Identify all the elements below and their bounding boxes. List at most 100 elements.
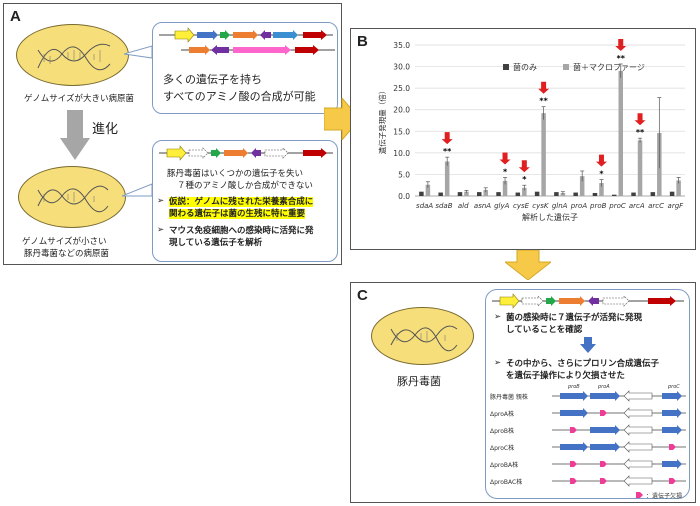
evolution-label: 進化 [92,122,119,137]
reduced-gene-map [159,145,333,161]
bar-arcA-macrophage [637,140,643,196]
panel-c-label: C [357,287,368,304]
bullet-icon: ➢ [157,196,165,206]
strain-label: 豚丹毒菌 親株 [490,393,528,401]
bullet-icon: ➢ [494,312,502,322]
large-genome-caption: ゲノムサイズが大きい病原菌 [24,94,134,104]
small-genome-bacterium [18,166,126,228]
gene-expression-chart: 0.05.010.015.020.025.030.035.0遺伝子発現量（倍）解… [377,38,685,222]
bacterium-name: 豚丹毒菌 [397,375,441,388]
x-tick-label: cysK [532,202,550,210]
gene-neighbor-arrow [623,424,653,436]
callout-pointer [122,183,153,197]
y-tick-label: 35.0 [393,41,410,50]
erysipelothrix-bacterium [371,307,474,365]
dna-helix-icon [390,325,458,352]
bar-glyA-control [496,192,501,196]
full-gene-map [159,27,335,55]
bar-glnA-control [554,192,559,196]
significance-mark: ** [617,54,626,63]
down-arrow-icon [580,337,596,353]
significance-mark: ** [539,97,548,106]
large-genome-bacterium [16,24,129,86]
gene-label: proC [667,384,680,390]
gene-proC-arrow [662,459,682,469]
legend-swatch [563,64,569,70]
x-tick-label: argF [668,202,685,210]
x-tick-label: ald [458,202,469,210]
strain-label: ΔproA株 [490,410,514,418]
deletion-mark-icon [669,444,676,450]
small-genome-caption-2: 豚丹毒菌などの病原菌 [24,249,110,259]
highlight-arrow-icon [595,154,607,167]
knockout-point-2a: その中から、さらにプロリン合成遺伝子 [506,359,660,369]
bar-proB-macrophage [599,183,604,196]
gene-label: proA [597,384,610,390]
y-tick-label: 10.0 [393,149,410,158]
gene-label: proB [567,384,580,390]
bar-ald-macrophage [464,191,469,196]
reduced-gene-map [492,293,684,309]
deletion-mark-icon [570,427,577,433]
y-tick-label: 25.0 [393,84,410,93]
full-genome-text-2: すべてのアミノ酸の合成が可能 [163,90,316,103]
panel-a: A ゲノムサイズが大きい病原菌 進化 ゲノムサイズが小さい [3,3,342,265]
method-text-2: 現している遺伝子を解析 [169,238,263,248]
highlight-arrow-icon [518,160,530,173]
bar-proB-control [592,192,598,196]
deletion-mark-icon [669,478,676,484]
x-tick-label: glnA [552,202,568,210]
gene-proC-arrow [662,408,682,418]
bar-arcA-control [631,192,636,196]
strain-label: ΔproB株 [490,427,514,435]
y-axis-label: 遺伝子発現量（倍） [377,87,387,155]
bar-sdaA-macrophage [425,184,431,196]
full-genome-callout: 多くの遺伝子を持ち すべてのアミノ酸の合成が可能 [152,22,338,114]
deletion-legend-icon [636,492,643,498]
significance-mark: ** [636,128,645,137]
dna-helix-icon [37,185,109,213]
bullet-icon: ➢ [157,225,165,235]
gene-neighbor-arrow [623,407,653,419]
highlight-arrow-icon [615,38,627,51]
x-tick-label: proB [589,202,607,210]
small-genome-caption-1: ゲノムサイズが小さい [22,237,107,247]
deletion-legend-label: ：遺伝子欠損 [646,492,682,500]
strain-label: ΔproBA株 [490,461,518,469]
significance-mark: * [503,167,508,176]
highlight-arrow-icon [499,152,511,165]
gene-proA-arrow [590,391,620,401]
full-genome-text-1: 多くの遺伝子を持ち [163,73,262,86]
x-axis-label: 解析した遺伝子 [522,212,578,222]
bar-asnA-control [477,192,482,196]
highlight-arrow-icon [538,81,550,94]
y-tick-label: 15.0 [393,127,410,136]
significance-mark: * [599,170,604,179]
gene-proB-arrow [560,391,588,401]
bar-argF-macrophage [676,180,681,196]
bar-sdaA-control [419,191,424,196]
x-tick-label: glyA [494,202,510,210]
method-text-1: マウス免疫細胞への感染時に活発に発 [169,226,314,236]
highlight-arrow-icon [441,132,453,145]
gene-proB-arrow [560,408,588,418]
y-tick-label: 5.0 [398,170,410,179]
bar-proC-macrophage [618,70,623,196]
x-tick-label: sdaA [416,202,433,210]
bar-arcC-control [650,192,656,196]
lost-genes-text-1: 豚丹毒菌はいくつかの遺伝子を失い [167,169,304,179]
reduced-genome-callout: 豚丹毒菌はいくつかの遺伝子を失い ７種のアミノ酸しか合成ができない ➢ 仮説：ゲ… [152,140,338,262]
x-tick-label: asnA [474,202,491,210]
panel-c: C 豚丹毒菌 ➢ 菌の感染時に７遺伝子が活発に発現 していることを確認 [350,282,696,503]
bar-proA-macrophage [579,176,585,196]
deletion-mark-icon [600,478,607,484]
hypothesis-text-2: 関わる遺伝子は菌の生残に特に重要 [169,209,306,219]
bar-glnA-macrophage [560,192,566,196]
knockout-callout: ➢ 菌の感染時に７遺伝子が活発に発現 していることを確認 ➢ その中から、さらに… [485,289,690,500]
gene-neighbor-arrow [623,458,653,470]
bar-cysK-control [534,191,540,196]
knockout-point-1b: していることを確認 [506,325,583,335]
significance-mark: ** [443,147,452,156]
